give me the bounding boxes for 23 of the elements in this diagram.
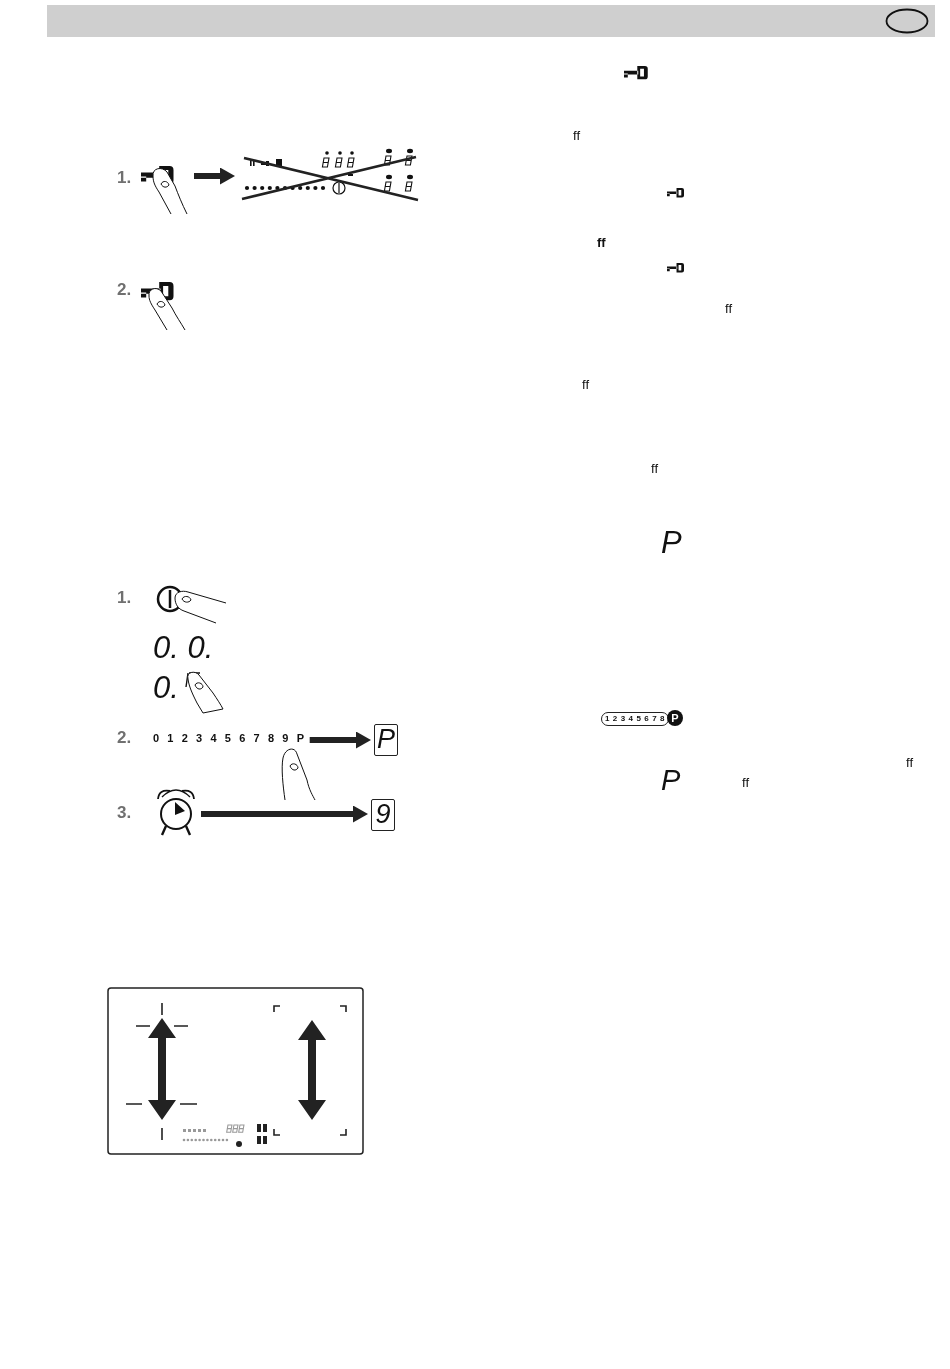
text-fragment: ff xyxy=(725,302,732,315)
scale-digits: 0 1 2 3 4 5 6 7 8 9 P xyxy=(153,731,307,745)
arrow xyxy=(309,731,371,749)
text-fragment: ff xyxy=(597,236,606,249)
step-number: 3. xyxy=(117,804,132,821)
digit-display: P xyxy=(374,724,398,756)
step-number: 2. xyxy=(117,281,132,298)
step-number: 1. xyxy=(117,169,132,186)
step-number: 1. xyxy=(117,589,132,606)
text-fragment: ff xyxy=(651,462,658,475)
text-fragment: ff xyxy=(742,776,749,789)
display-letter: P xyxy=(661,766,681,795)
text-fragment: ff xyxy=(582,378,589,391)
arrow xyxy=(201,805,368,823)
digit-display: 9 xyxy=(371,799,395,831)
display-digits: 0. 0. xyxy=(153,632,214,663)
text-fragment: ff xyxy=(906,756,913,769)
display-digits: 0. xyxy=(153,672,179,703)
step-number: 2. xyxy=(117,729,132,746)
display-letter: P xyxy=(661,527,682,558)
arrow xyxy=(194,167,235,185)
level-letter: P xyxy=(667,710,683,726)
text-fragment: ff xyxy=(573,129,580,142)
